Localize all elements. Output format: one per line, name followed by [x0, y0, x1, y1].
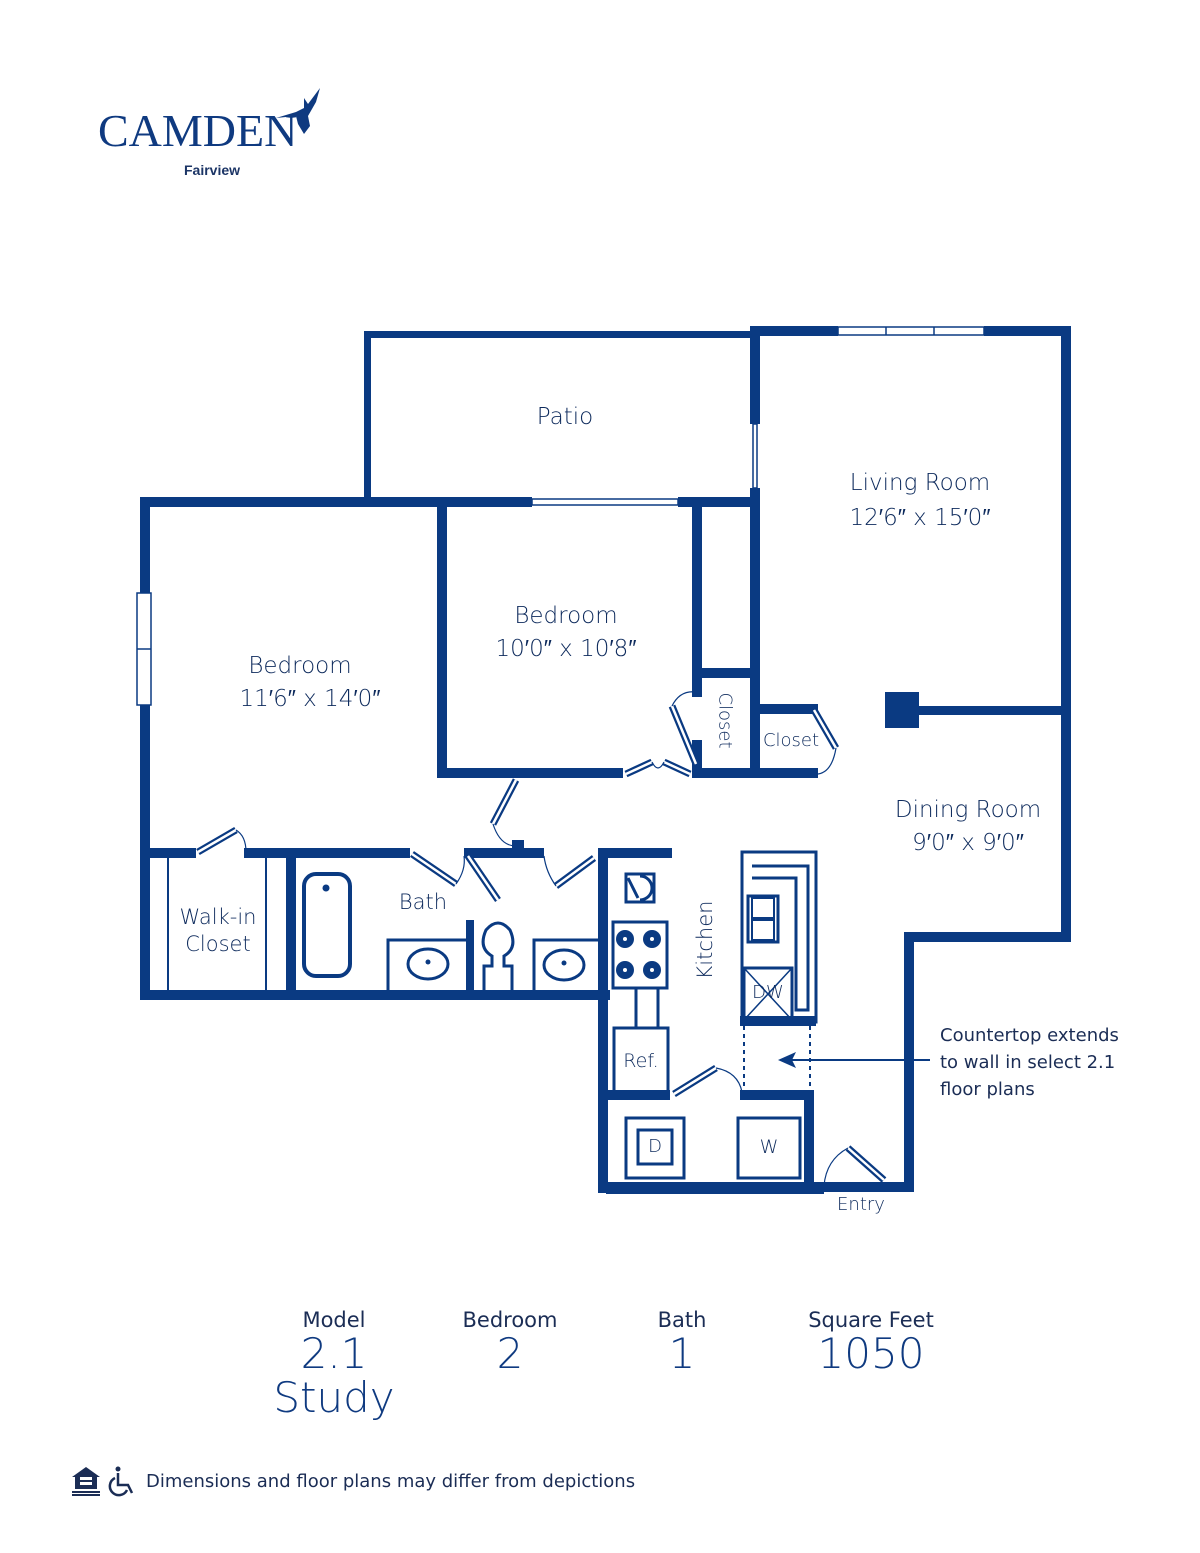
- bath-bottom-wall: [140, 990, 610, 1000]
- stat-square-feet: Square Feet 1050: [786, 1308, 956, 1376]
- living-dining-divider: [919, 706, 1064, 715]
- range: [611, 920, 669, 990]
- label-closet-hall: Closet: [762, 730, 820, 751]
- living-top-wall-b: [984, 326, 1070, 336]
- label-entry: Entry: [837, 1194, 885, 1215]
- wic-top-wall-a: [140, 848, 196, 858]
- wheelchair-accessible-icon: [108, 1466, 134, 1497]
- stat-bedroom-label: Bedroom: [462, 1308, 558, 1332]
- bath-top-wall-b: [464, 848, 544, 858]
- community-name: Fairview: [184, 162, 241, 178]
- bedroom-top-wall-a: [140, 497, 532, 507]
- stat-bedroom: Bedroom 2: [440, 1308, 580, 1376]
- patio-sliding-door: [752, 423, 758, 489]
- kitchen-sink: [746, 894, 780, 944]
- note-line-3: floor plans: [940, 1079, 1035, 1100]
- entry-bottom-wall: [822, 1182, 914, 1192]
- living-left-wall-lower: [750, 488, 760, 773]
- label-refrigerator: Ref.: [623, 1050, 659, 1072]
- stat-sqft-value: 1050: [817, 1329, 925, 1378]
- living-top-wall-a: [750, 326, 838, 336]
- laundry-right-wall: [804, 1090, 814, 1186]
- closet-left-wall: [692, 497, 702, 697]
- stat-model: Model 2.1 Study: [264, 1308, 404, 1420]
- label-bath: Bath: [398, 890, 448, 914]
- entry-right-wall: [904, 932, 914, 1192]
- label-dryer: D: [648, 1136, 662, 1157]
- brand-name: CAMDEN: [98, 105, 298, 156]
- bedroom2-sliding-door: [531, 498, 679, 506]
- stat-model-value-2: Study: [273, 1373, 395, 1423]
- stat-bedroom-value: 2: [496, 1329, 524, 1378]
- label-dining-room: Dining Room: [894, 797, 1042, 823]
- label-bedroom-2: Bedroom: [514, 603, 618, 629]
- stat-bath-value: 1: [668, 1329, 696, 1378]
- dim-bedroom-1: 11′6″ x 14′0″: [239, 686, 381, 712]
- hummingbird-icon: [276, 88, 320, 134]
- hall-closet-top-wall: [750, 704, 818, 714]
- door-stop: [512, 840, 524, 850]
- countertop-note: Countertop extends to wall in select 2.1…: [940, 1022, 1119, 1103]
- vanity-2: [532, 938, 604, 992]
- toilet: [481, 921, 515, 990]
- label-bedroom-1: Bedroom: [248, 653, 352, 679]
- disclaimer: Dimensions and floor plans may differ fr…: [146, 1470, 636, 1492]
- laundry-bottom-wall: [606, 1182, 824, 1194]
- closet-shelf-wall: [692, 668, 754, 678]
- column: [885, 692, 919, 728]
- dishwasher: [742, 966, 794, 1022]
- stat-bath: Bath 1: [612, 1308, 752, 1376]
- refrigerator: [612, 1026, 670, 1094]
- note-line-2: to wall in select 2.1: [940, 1052, 1116, 1073]
- dining-bottom-wall: [904, 932, 1071, 942]
- label-patio: Patio: [536, 404, 594, 430]
- wic-bath-divider: [286, 852, 296, 992]
- label-kitchen: Kitchen: [693, 900, 717, 980]
- living-left-wall-upper: [750, 326, 760, 424]
- microwave: [624, 872, 656, 904]
- laundry-top-wall-a: [606, 1090, 670, 1100]
- living-right-wall: [1061, 326, 1071, 942]
- bedroom2-bottom-wall: [437, 768, 623, 778]
- closet-bottom-wall: [692, 768, 818, 778]
- callout-arrow-icon: [778, 1052, 796, 1068]
- label-living-room: Living Room: [849, 470, 991, 496]
- bathtub: [302, 872, 352, 978]
- equal-housing-icon: [72, 1467, 100, 1496]
- dryer: [624, 1116, 686, 1180]
- bedroom-divider-wall: [437, 497, 447, 777]
- label-dishwasher: DW: [752, 982, 784, 1003]
- laundry-top-wall-b: [740, 1090, 812, 1100]
- plan-summary: Model 2.1 Study Bedroom 2 Bath 1 Square …: [0, 1308, 1200, 1448]
- bedroom-top-wall-b: [678, 497, 758, 507]
- stat-model-value: 2.1: [300, 1329, 368, 1378]
- living-window: [837, 326, 985, 336]
- vanity-1: [386, 938, 466, 992]
- wic-top-wall-b: [244, 848, 410, 858]
- label-washer: W: [759, 1136, 779, 1158]
- patio-left-wall: [364, 331, 371, 501]
- kitchen-top-wall: [598, 848, 672, 858]
- washer: [736, 1116, 802, 1180]
- stat-bath-label: Bath: [657, 1308, 707, 1332]
- kitchen-left-wall: [598, 848, 608, 1193]
- kitchen-island: [740, 850, 818, 1024]
- bedroom1-left-wall-upper: [140, 497, 150, 593]
- dim-living-room: 12′6″ x 15′0″: [849, 505, 991, 531]
- footer: Dimensions and floor plans may differ fr…: [70, 1463, 635, 1499]
- dim-dining-room: 9′0″ x 9′0″: [912, 830, 1024, 856]
- label-walk-in-line2: Closet: [185, 932, 251, 956]
- note-line-1: Countertop extends: [940, 1025, 1119, 1046]
- label-closet-bedroom: Closet: [714, 692, 736, 749]
- label-walk-in-line1: Walk-in: [179, 905, 257, 929]
- patio-top-wall: [364, 331, 752, 338]
- stat-model-label: Model: [302, 1308, 366, 1332]
- stat-sqft-label: Square Feet: [808, 1308, 934, 1332]
- floor-plan: [136, 326, 1071, 1194]
- dim-bedroom-2: 10′0″ x 10′8″: [495, 636, 637, 662]
- camden-logo: CAMDEN Fairview: [98, 84, 338, 184]
